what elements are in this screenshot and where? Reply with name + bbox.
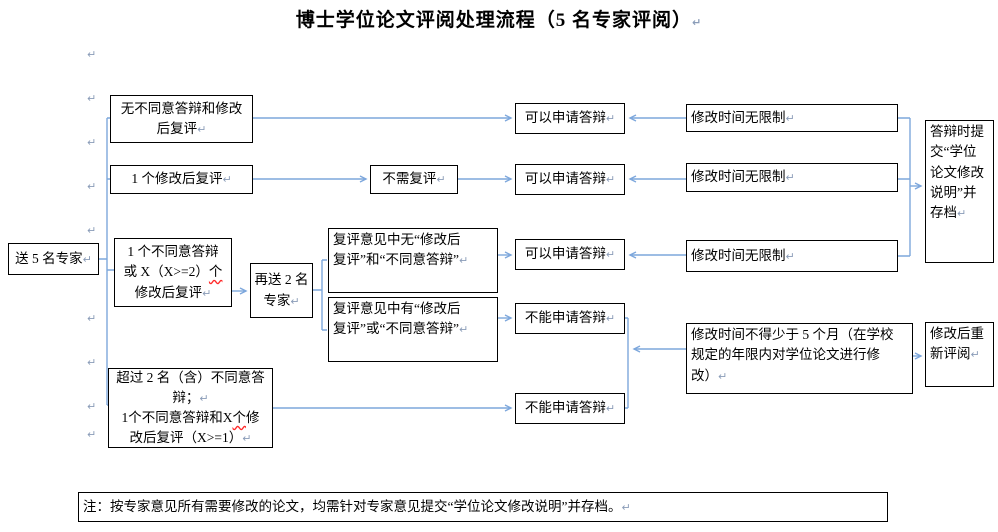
return-mark: ↵ xyxy=(87,136,97,149)
return-mark: ↵ xyxy=(458,323,469,337)
return-mark: ↵ xyxy=(970,348,980,362)
return-mark: ↵ xyxy=(458,254,469,268)
return-mark: ↵ xyxy=(87,92,97,105)
node-label: 不能申请答辩 xyxy=(524,400,606,416)
flow-node-min-five-months: 修改时间不得少于 5 个月（在学校 规定的年限内对学位论文进行修 改）↵ xyxy=(686,323,913,394)
node-label: 1个不同意答辩和X xyxy=(121,410,233,425)
note-text: 注：按专家意见所有需要修改的论文，均需针对专家意见提交“学位论文修改说明”并存档… xyxy=(83,498,622,514)
node-label: 修改时间无限制 xyxy=(691,109,786,125)
node-label: 送 5 名专家 xyxy=(15,250,83,266)
node-label: 可以申请答辩 xyxy=(524,246,606,262)
flow-node-can-defend-3: 可以申请答辩↵ xyxy=(515,239,625,270)
return-mark: ↵ xyxy=(692,16,703,29)
node-label: 可以申请答辩 xyxy=(524,171,606,187)
flow-node-unlimited-time-3: 修改时间无限制↵ xyxy=(686,240,898,272)
return-mark: ↵ xyxy=(87,312,97,325)
return-mark: ↵ xyxy=(785,171,795,185)
flow-node-can-defend-2: 可以申请答辩↵ xyxy=(515,164,625,195)
flow-node-submit-archive: 答辩时提 交“学位 论文修改 说明”并 存档↵ xyxy=(925,120,994,263)
node-label: 修改时间无限制 xyxy=(691,247,786,263)
flow-node-start: 送 5 名专家↵ xyxy=(8,243,99,275)
node-label: 1 个修改后复评 xyxy=(131,171,223,187)
resend-bracket xyxy=(313,259,327,331)
node-label: 复评意见中有“修改后 复评”或“不同意答辩” xyxy=(333,301,461,337)
node-label: 再送 2 名 专家 xyxy=(254,272,309,308)
flow-node-can-defend-1: 可以申请答辩↵ xyxy=(515,103,625,134)
return-mark: ↵ xyxy=(202,286,212,300)
unlimited-time-bracket xyxy=(898,117,911,257)
flow-node-one-revise: 1 个修改后复评↵ xyxy=(110,165,253,194)
return-mark: ↵ xyxy=(605,312,616,326)
page-title-text: 博士学位论文评阅处理流程（5 名专家评阅） xyxy=(295,10,693,31)
node-label: 1 个不同意答辩 或 X（X>=2） xyxy=(123,244,219,280)
page-title: 博士学位论文评阅处理流程（5 名专家评阅）↵ xyxy=(0,5,998,32)
node-label: 复评意见中无“修改后 复评”和“不同意答辩” xyxy=(333,232,461,268)
return-mark: ↵ xyxy=(87,400,97,413)
node-label: 修改后重 新评阅 xyxy=(930,326,984,362)
cannot-defend-bracket xyxy=(625,317,629,409)
flow-node-cannot-defend-1: 不能申请答辩↵ xyxy=(515,303,625,334)
flow-arrows xyxy=(232,114,923,412)
node-label: 不能申请答辩 xyxy=(524,310,606,326)
return-mark: ↵ xyxy=(87,48,97,61)
return-mark: ↵ xyxy=(436,173,446,187)
return-mark: ↵ xyxy=(957,207,967,220)
return-mark: ↵ xyxy=(87,428,97,441)
return-mark: ↵ xyxy=(290,294,300,308)
spellcheck-word: 个 xyxy=(208,264,223,280)
node-label: 无不同意答辩和修改 后复评 xyxy=(120,100,243,136)
return-mark: ↵ xyxy=(605,248,616,262)
node-label: 修改后复评 xyxy=(134,284,203,300)
flow-node-cannot-defend-2: 不能申请答辩↵ xyxy=(515,393,625,424)
node-label: 超过 2 名（含）不同意答 辩； xyxy=(116,369,265,405)
return-mark: ↵ xyxy=(242,432,252,446)
return-mark: ↵ xyxy=(222,173,232,187)
flow-node-rereview-flagged: 复评意见中有“修改后 复评”或“不同意答辩”↵ xyxy=(328,297,498,362)
node-label: 修改时间不得少于 5 个月（在学校 规定的年限内对学位论文进行修 改） xyxy=(691,327,894,383)
flow-node-no-objection: 无不同意答辩和修改 后复评↵ xyxy=(110,95,253,143)
return-mark: ↵ xyxy=(605,173,616,187)
return-mark: ↵ xyxy=(605,402,616,416)
return-mark: ↵ xyxy=(87,356,97,369)
return-mark: ↵ xyxy=(718,369,728,383)
node-label: 答辩时提 交“学位 论文修改 说明”并 存档 xyxy=(930,124,984,220)
flow-node-two-disagree: 超过 2 名（含）不同意答 辩；↵ 1个不同意答辩和X个修 改后复评（X>=1）… xyxy=(108,368,273,448)
return-mark: ↵ xyxy=(621,500,631,514)
flow-node-revise-rereview: 修改后重 新评阅↵ xyxy=(925,322,994,387)
return-mark: ↵ xyxy=(605,112,616,126)
flow-node-no-rereview: 不需复评↵ xyxy=(370,165,458,194)
node-label: 修改时间无限制 xyxy=(691,169,786,185)
flow-node-unlimited-time-2: 修改时间无限制↵ xyxy=(686,163,898,192)
note-box: 注：按专家意见所有需要修改的论文，均需针对专家意见提交“学位论文修改说明”并存档… xyxy=(78,492,888,522)
node-label: 不需复评 xyxy=(382,171,437,187)
return-mark: ↵ xyxy=(785,249,795,263)
node-label: 修 改后复评（X>=1） xyxy=(129,410,260,446)
flow-node-unlimited-time-1: 修改时间无限制↵ xyxy=(686,104,898,132)
left-bracket xyxy=(99,117,115,406)
flow-node-resend-experts: 再送 2 名 专家↵ xyxy=(250,263,313,318)
return-mark: ↵ xyxy=(199,391,209,405)
return-mark: ↵ xyxy=(87,224,97,237)
return-mark: ↵ xyxy=(87,180,97,193)
flow-node-rereview-clear: 复评意见中无“修改后 复评”和“不同意答辩”↵ xyxy=(328,228,498,293)
node-label: 可以申请答辩 xyxy=(524,110,606,126)
flow-node-one-disagree: 1 个不同意答辩 或 X（X>=2）个 修改后复评↵ xyxy=(114,238,232,307)
spellcheck-word: 个 xyxy=(232,410,247,425)
return-mark: ↵ xyxy=(82,252,92,266)
return-mark: ↵ xyxy=(785,111,795,125)
return-mark: ↵ xyxy=(197,123,207,136)
